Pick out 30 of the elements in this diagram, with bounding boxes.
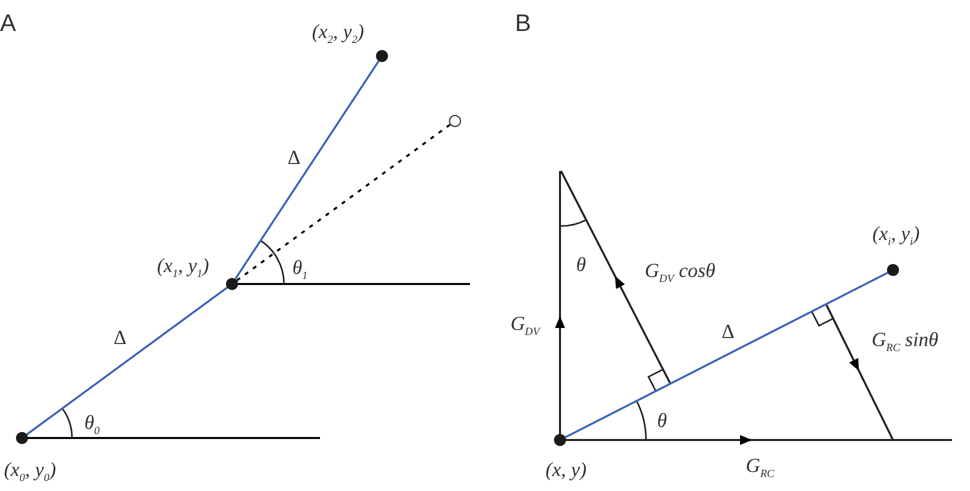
- open-point: [449, 115, 461, 127]
- line-segment: [234, 60, 380, 280]
- edge-label: Δ: [288, 148, 300, 168]
- math-label: G$_{RC}$: [746, 456, 774, 480]
- coordinate-label: (x$_{2}$, y$_{2}$): [312, 22, 364, 46]
- math-label: θ$_{0}$: [84, 413, 100, 437]
- coordinate-label: (x$_{0}$, y$_{0}$): [4, 460, 56, 484]
- math-label: G$_{DV}$ cosθ: [644, 261, 716, 285]
- point-dot: [554, 434, 566, 446]
- line-segment: [564, 272, 888, 438]
- point-dot: [887, 264, 899, 276]
- point-dot: [226, 278, 238, 290]
- math-label: θ: [657, 411, 667, 431]
- math-label: θ$_{1}$: [292, 258, 308, 282]
- point-dot: [16, 432, 28, 444]
- reference-line: [28, 437, 320, 439]
- coordinate-label: (x$_{i}$, y$_{i}$): [872, 224, 920, 248]
- math-label: θ: [576, 255, 586, 275]
- edge-label: Δ: [722, 322, 734, 342]
- point-dot: [376, 50, 388, 62]
- coordinate-label: (x$_{1}$, y$_{1}$): [156, 256, 210, 280]
- math-label: G$_{RC}$ sinθ: [872, 330, 938, 354]
- line-segment: [26, 286, 228, 436]
- edge-label: Δ: [114, 328, 126, 348]
- panel-letter: B: [515, 12, 532, 36]
- panel-letter: A: [0, 12, 16, 36]
- coordinate-label: (x, y): [545, 460, 587, 480]
- math-label: G$_{DV}$: [510, 314, 540, 338]
- reference-line: [238, 283, 470, 285]
- dotted-line: [236, 124, 451, 282]
